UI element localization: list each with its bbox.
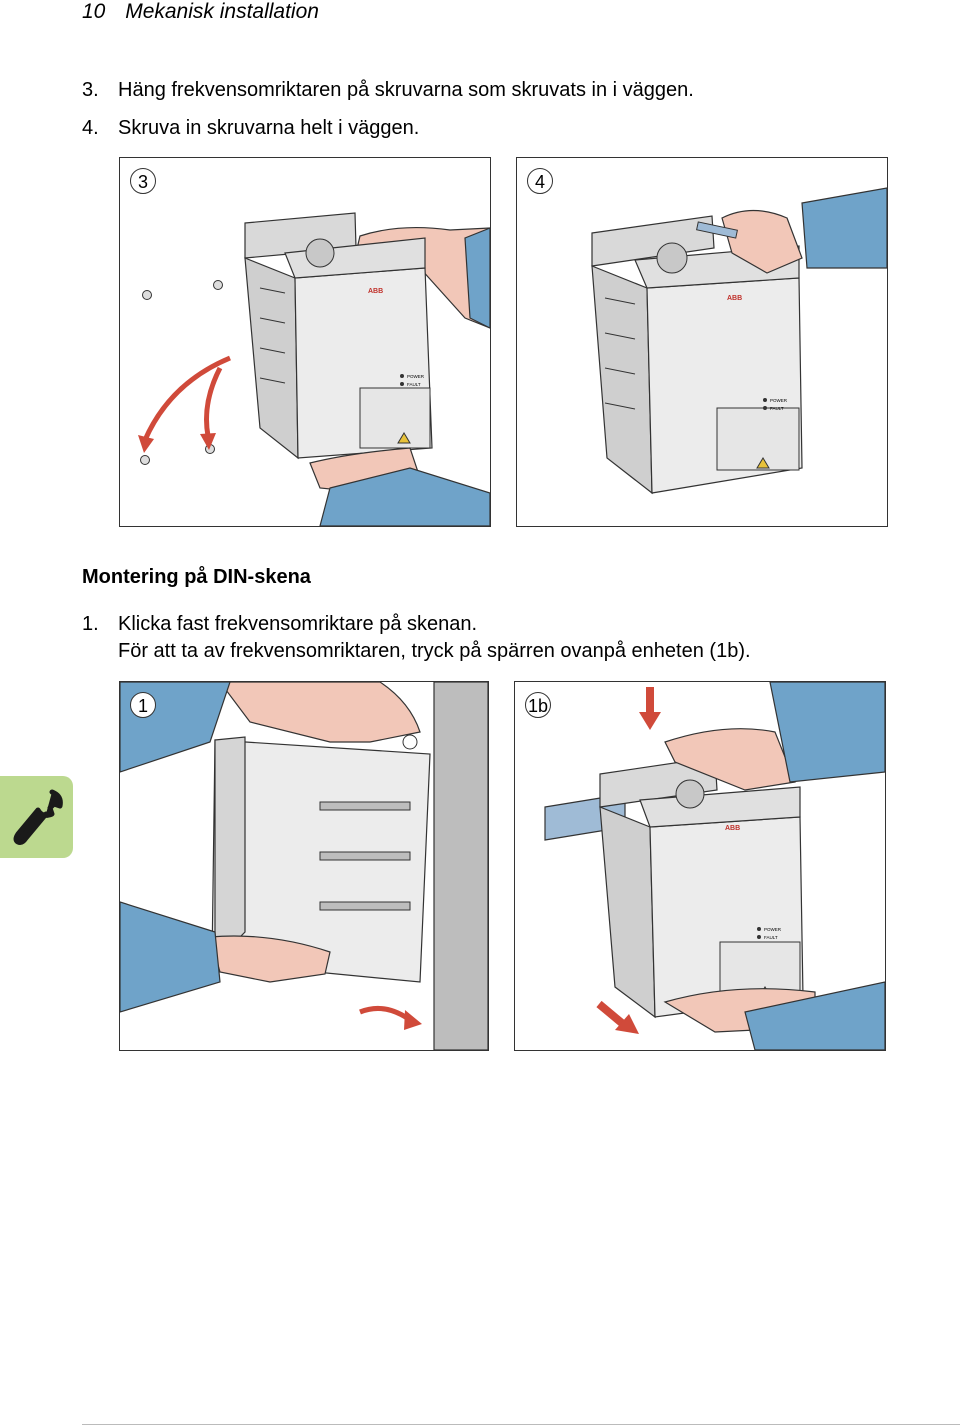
figure-label: 1b: [525, 692, 552, 718]
power-led-label: POWER: [770, 398, 788, 403]
fault-led-label: FAULT: [770, 406, 784, 411]
illustration-din-rail-mount: [120, 682, 488, 1050]
brand-logo-text: ABB: [368, 288, 383, 295]
step-text: Klicka fast frekvensomriktare på skenan.: [118, 613, 478, 635]
step-4: 4. Skruva in skruvarna helt i väggen.: [82, 117, 419, 140]
brand-logo-text: ABB: [725, 825, 740, 832]
figure-label: 1: [130, 692, 156, 718]
figure-1: 1: [119, 681, 489, 1051]
figure-label: 4: [527, 168, 553, 194]
brand-logo-text: ABB: [727, 295, 742, 302]
figure-4: ABB POWER FAULT 4: [516, 157, 888, 527]
step-number: 3.: [82, 79, 99, 101]
power-led-label: POWER: [407, 374, 425, 379]
illustration-din-rail-release: ABB POWER FAULT: [544, 682, 885, 1050]
figure-1b: ABB POWER FAULT 1b: [514, 681, 886, 1051]
step-number: 4.: [82, 117, 99, 139]
step-text: Häng frekvensomriktaren på skruvarna som…: [118, 79, 694, 101]
step-number: 1.: [82, 613, 99, 635]
section-title: Mekanisk installation: [125, 0, 319, 23]
fault-led-label: FAULT: [407, 382, 421, 387]
figure-3: ABB POWER FAULT 3: [119, 157, 491, 527]
chapter-tab: [0, 776, 73, 858]
illustration-hang-drive: ABB POWER FAULT: [138, 212, 490, 526]
step-1: 1. Klicka fast frekvensomriktare på skena…: [82, 613, 477, 636]
fault-led-label: FAULT: [764, 935, 778, 940]
wrench-icon: [13, 789, 63, 845]
power-led-label: POWER: [764, 927, 782, 932]
page-number: 10: [82, 0, 106, 23]
step-text: Skruva in skruvarna helt i väggen.: [118, 117, 420, 139]
figure-label: 3: [130, 168, 156, 194]
illustration-tighten-screws: ABB POWER FAULT: [591, 187, 887, 495]
page-header: 10 Mekanisk installation: [82, 0, 319, 24]
step-1-continuation: För att ta av frekvensomriktaren, tryck …: [118, 640, 751, 662]
step-3: 3. Häng frekvensomriktaren på skruvarna s…: [82, 79, 694, 102]
section-heading: Montering på DIN-skena: [82, 566, 311, 588]
footer-rule: [82, 1424, 960, 1425]
